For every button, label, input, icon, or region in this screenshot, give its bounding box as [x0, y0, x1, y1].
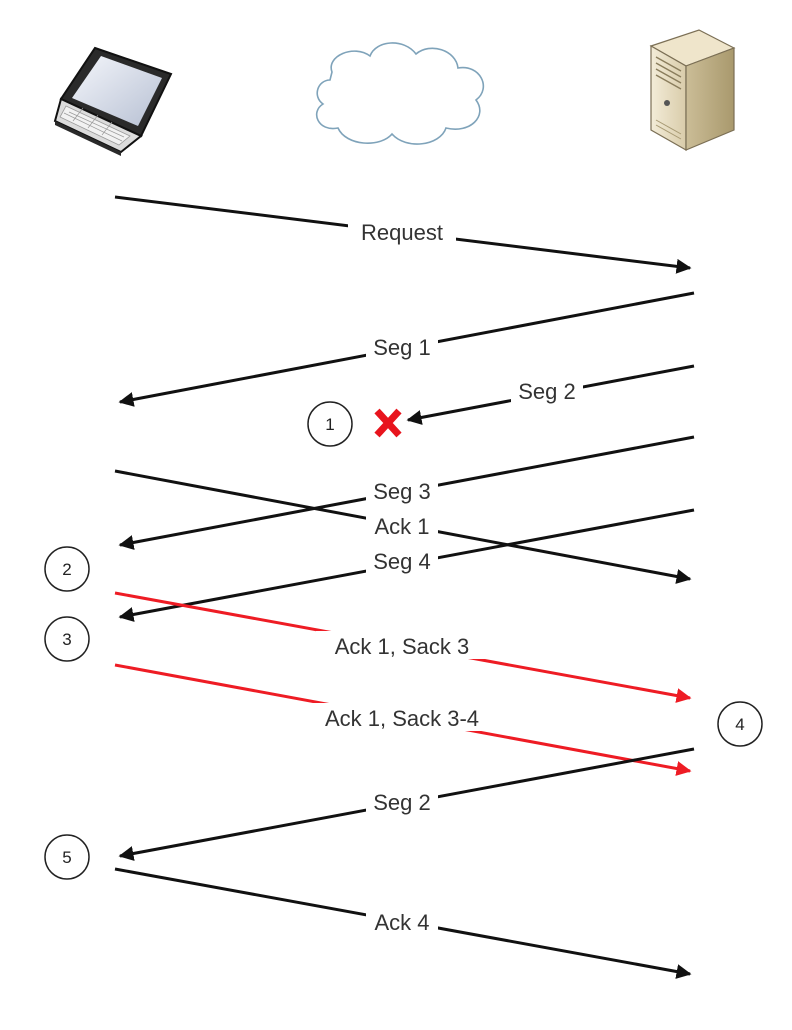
label-ack1: Ack 1: [374, 514, 429, 539]
label-ack4: Ack 4: [374, 910, 429, 935]
step-marker-5: 5: [44, 834, 90, 880]
label-seg3: Seg 3: [373, 479, 431, 504]
server-tower-icon: [649, 29, 736, 152]
label-ack1-sack3: Ack 1, Sack 3: [335, 634, 470, 659]
svg-text:2: 2: [62, 560, 71, 579]
label-seg2: Seg 2: [518, 379, 576, 404]
cloud-icon: [315, 42, 485, 145]
step-marker-2: 2: [44, 546, 90, 592]
message-arrows: [114, 195, 695, 979]
laptop-icon: [53, 46, 173, 156]
step-marker-1: 1: [307, 401, 353, 447]
label-seg4: Seg 4: [373, 549, 431, 574]
svg-text:1: 1: [325, 415, 334, 434]
message-labels: Request Seg 1 Seg 2 Seg 3 Ack 1 Seg 4 Ac…: [304, 217, 583, 935]
svg-text:5: 5: [62, 848, 71, 867]
x-mark-icon: [374, 408, 402, 438]
label-ack1-sack3-4: Ack 1, Sack 3-4: [325, 706, 479, 731]
step-marker-4: 4: [717, 701, 763, 747]
label-request: Request: [361, 220, 443, 245]
svg-text:4: 4: [735, 715, 744, 734]
svg-text:3: 3: [62, 630, 71, 649]
label-seg2-retransmit: Seg 2: [373, 790, 431, 815]
label-seg1: Seg 1: [373, 335, 431, 360]
step-marker-3: 3: [44, 616, 90, 662]
